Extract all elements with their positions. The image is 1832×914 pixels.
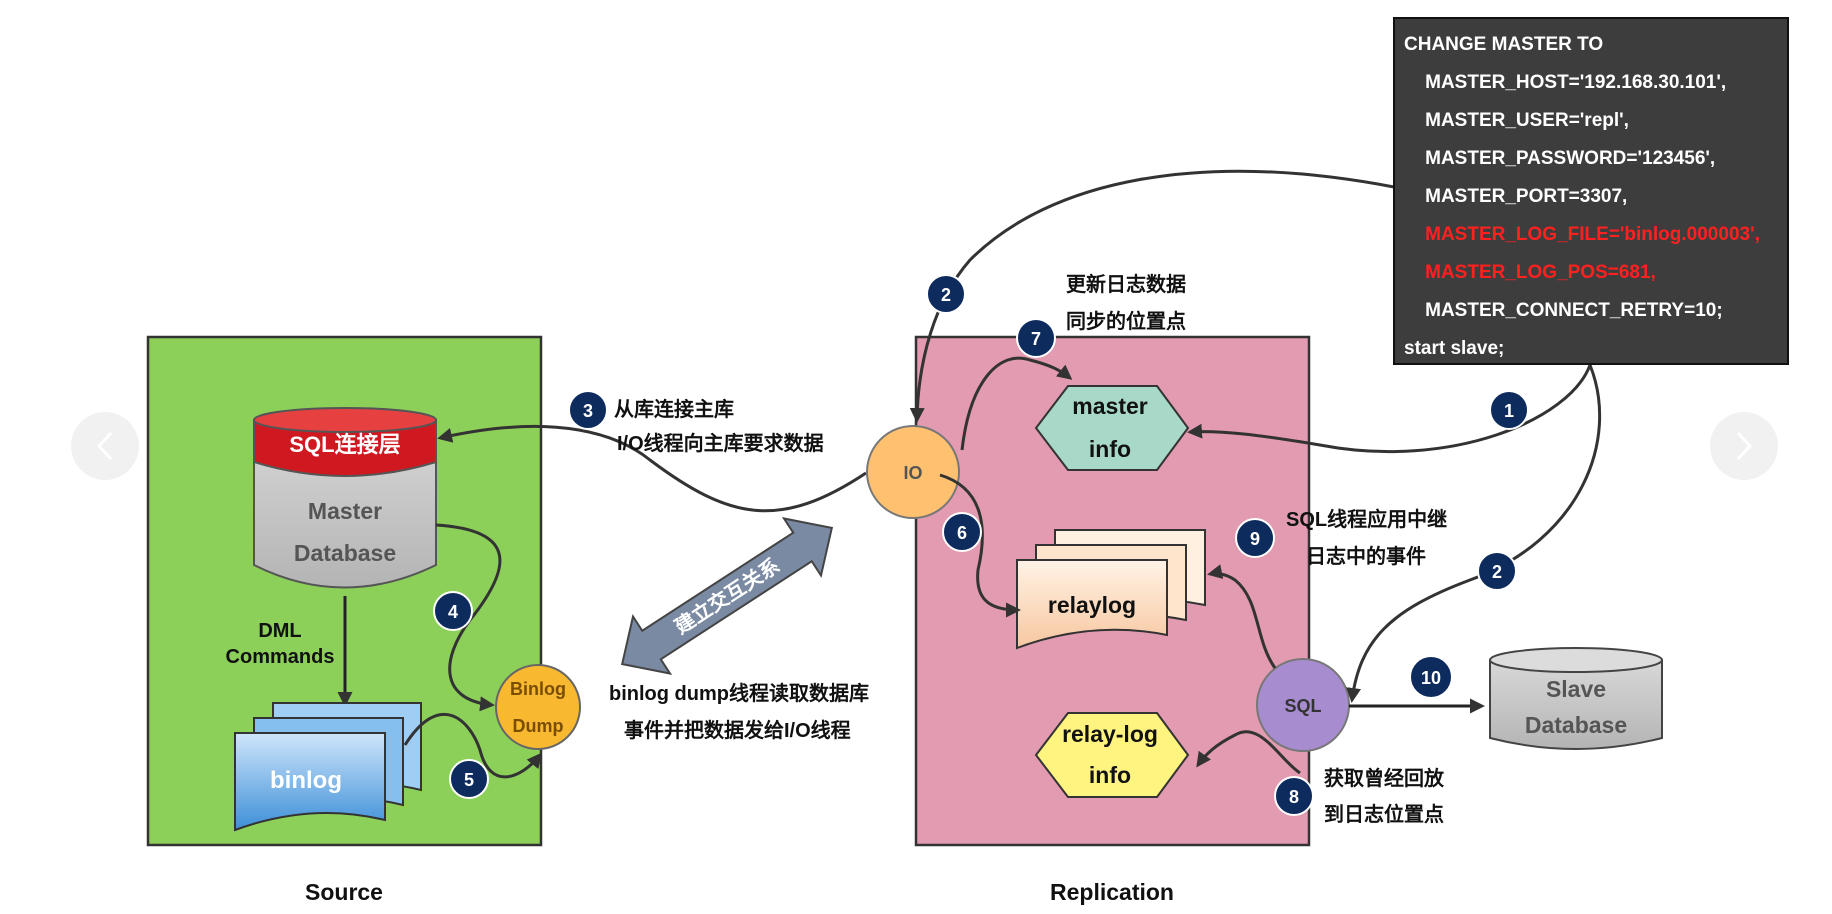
arrow-sql-to-relaylog [1207,564,1277,669]
prev-slide-button[interactable] [71,412,139,480]
binlog-files: binlog [234,702,422,832]
step-badge-7: 7 [1016,318,1056,358]
relaylog-label: relaylog [1048,592,1136,618]
annotation-8-line1: 获取曾经回放 [1324,766,1445,790]
config-line: MASTER_LOG_POS=681, [1404,262,1656,283]
svg-text:10: 10 [1421,668,1441,688]
io-label: IO [903,463,922,483]
annotation-5-line2: 事件并把数据发给I/O线程 [624,718,851,742]
config-line: MASTER_HOST='192.168.30.101', [1404,72,1726,93]
annotation-8-line2: 到日志位置点 [1324,802,1444,826]
master-db-label-line1: Master [308,498,382,524]
step-badge-2a: 2 [926,274,966,314]
chevron-left-icon [96,431,113,461]
master-db-label-line2: Database [294,540,396,566]
step-badge-3: 3 [568,390,608,430]
step-badge-10: 10 [1409,655,1453,699]
annotation-9-line2: 日志中的事件 [1306,544,1426,568]
relay-info-line2: info [1089,762,1131,788]
master-info: master info [1034,385,1190,471]
annotation-3-line1: 从库连接主库 [614,397,734,421]
link-double-arrow: 建立交互关系 [620,517,834,675]
sql-label: SQL [1284,696,1321,716]
svg-text:2: 2 [1492,562,1502,582]
next-slide-button[interactable] [1710,412,1778,480]
io-thread: IO [866,425,960,519]
step-badge-6: 6 [942,512,982,552]
link-label: 建立交互关系 [670,553,784,638]
config-line: MASTER_USER='repl', [1404,110,1629,131]
arrow-config-to-io [909,169,1395,423]
svg-text:5: 5 [464,770,474,790]
svg-text:7: 7 [1031,329,1041,349]
slave-db-line2: Database [1525,712,1627,738]
annotation-7-line2: 同步的位置点 [1066,309,1186,333]
svg-text:1: 1 [1504,401,1514,421]
dml-label-line2: Commands [226,646,335,668]
arrow-binlog-to-dump [403,712,542,779]
step-badge-1: 1 [1489,390,1529,430]
relaylog-files: relaylog [1016,529,1206,650]
binlog-dump-thread: Binlog Dump [495,664,581,750]
svg-text:9: 9 [1250,529,1260,549]
arrow-io-to-master-info [960,356,1073,451]
master-database: SQL连接层 Master Database [253,407,437,589]
svg-text:2: 2 [941,285,951,305]
sql-thread: SQL [1256,658,1350,752]
step-badge-8: 8 [1274,776,1314,816]
arrow-sql-to-relay-info [1196,730,1301,775]
source-caption: Source [305,879,383,905]
slave-db-line1: Slave [1546,676,1606,702]
relay-log-info: relay-log info [1034,712,1190,798]
step-badge-5: 5 [449,759,489,799]
svg-text:8: 8 [1289,787,1299,807]
svg-text:6: 6 [957,523,967,543]
annotation-7-line1: 更新日志数据 [1066,272,1186,296]
change-master-config: CHANGE MASTER TO MASTER_HOST='192.168.30… [1393,17,1789,365]
arrow-io-to-relaylog [939,473,1021,618]
binlog-label: binlog [270,767,342,794]
dml-label-line1: DML [258,620,301,642]
svg-text:4: 4 [448,602,458,622]
replication-caption: Replication [1050,879,1174,905]
annotation-9-line1: SQL线程应用中继 [1286,507,1447,531]
config-line: MASTER_PASSWORD='123456', [1404,148,1715,169]
slave-database: Slave Database [1489,647,1663,750]
config-line: MASTER_PORT=3307, [1404,186,1627,207]
config-line: MASTER_LOG_FILE='binlog.000003', [1404,224,1760,245]
step-badge-9: 9 [1235,518,1275,558]
dump-label-line2: Dump [513,716,564,736]
master-info-line1: master [1072,393,1147,419]
config-line: start slave; [1404,338,1504,359]
svg-text:3: 3 [583,401,593,421]
step-badge-4: 4 [433,591,473,631]
step-badge-2b: 2 [1477,551,1517,591]
arrow-io-to-sql-layer [437,425,867,513]
sql-layer-label: SQL连接层 [289,432,400,457]
chevron-right-icon [1736,431,1753,461]
arrow-config-to-master-info [1187,364,1592,454]
relay-info-line1: relay-log [1062,721,1158,747]
annotation-3-line2: I/O线程向主库要求数据 [617,431,824,455]
config-line: CHANGE MASTER TO [1404,34,1603,55]
dump-label-line1: Binlog [510,679,566,699]
annotation-5-line1: binlog dump线程读取数据库 [609,681,869,705]
config-line: MASTER_CONNECT_RETRY=10; [1404,300,1723,321]
master-info-line2: info [1089,436,1131,462]
